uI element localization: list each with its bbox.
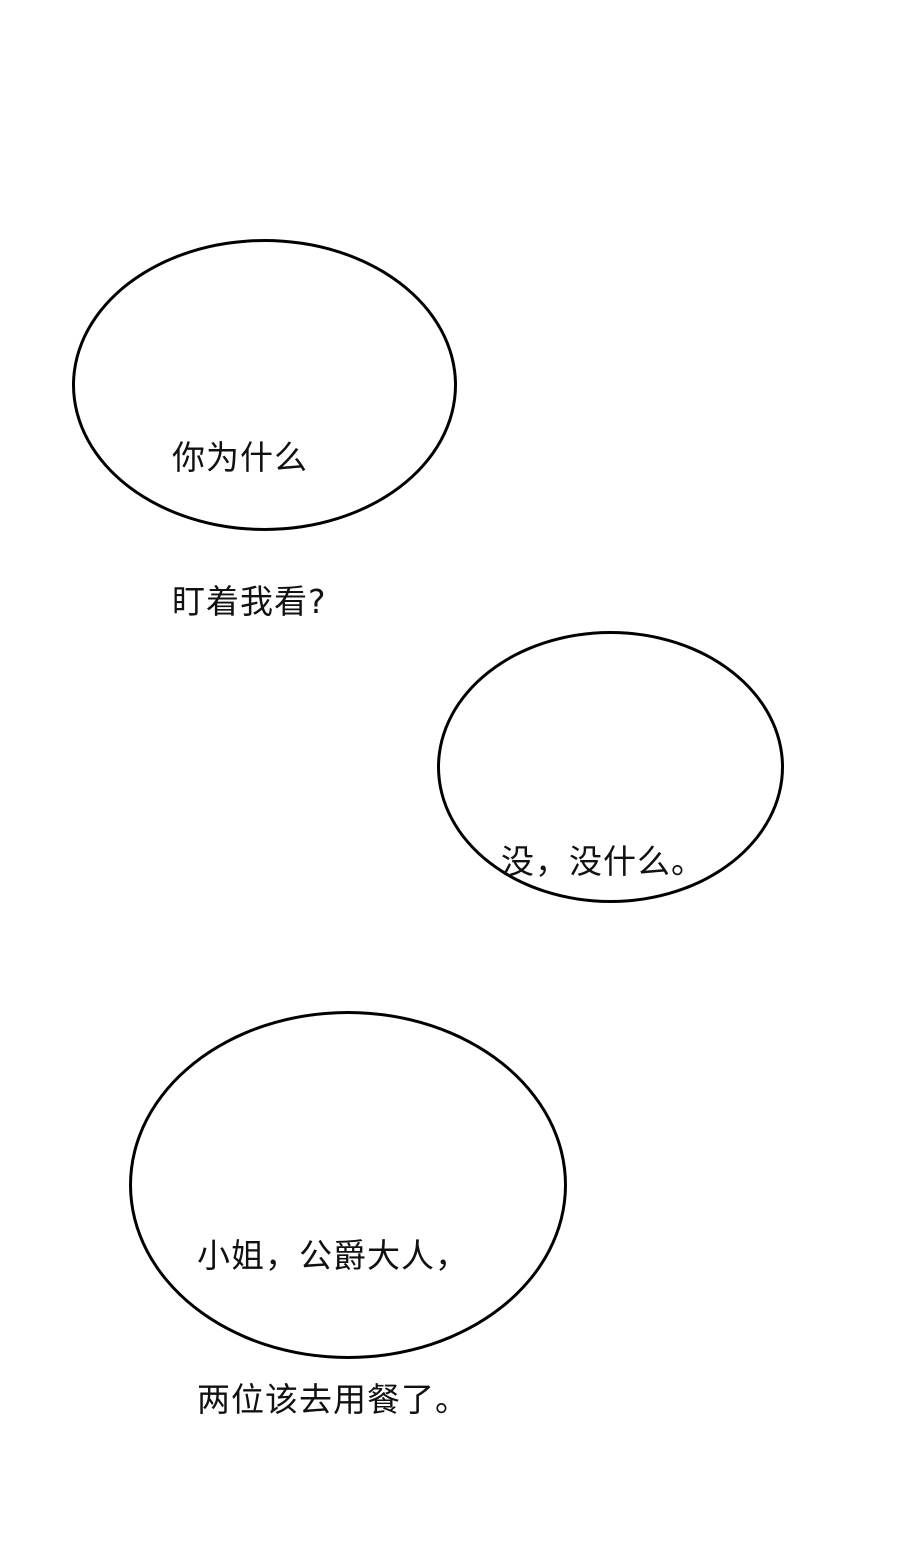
dialogue-line: 没，没什么。: [501, 842, 705, 881]
speech-bubble-3: 小姐，公爵大人， 两位该去用餐了。: [129, 1011, 567, 1419]
speech-bubble-text: 没，没什么。: [501, 742, 705, 982]
dialogue-line: 你为什么: [172, 438, 308, 477]
dialogue-line: 小姐，公爵大人，: [197, 1236, 469, 1275]
dialogue-line: 盯着我看?: [172, 582, 327, 621]
speech-bubble-text: 你为什么 盯着我看?: [172, 338, 327, 722]
dialogue-line: 两位该去用餐了。: [197, 1380, 469, 1419]
speech-bubble-1: 你为什么 盯着我看?: [72, 239, 457, 621]
speech-bubble-2: 没，没什么。: [437, 631, 784, 903]
speech-bubble-text: 小姐，公爵大人， 两位该去用餐了。: [197, 1136, 469, 1520]
